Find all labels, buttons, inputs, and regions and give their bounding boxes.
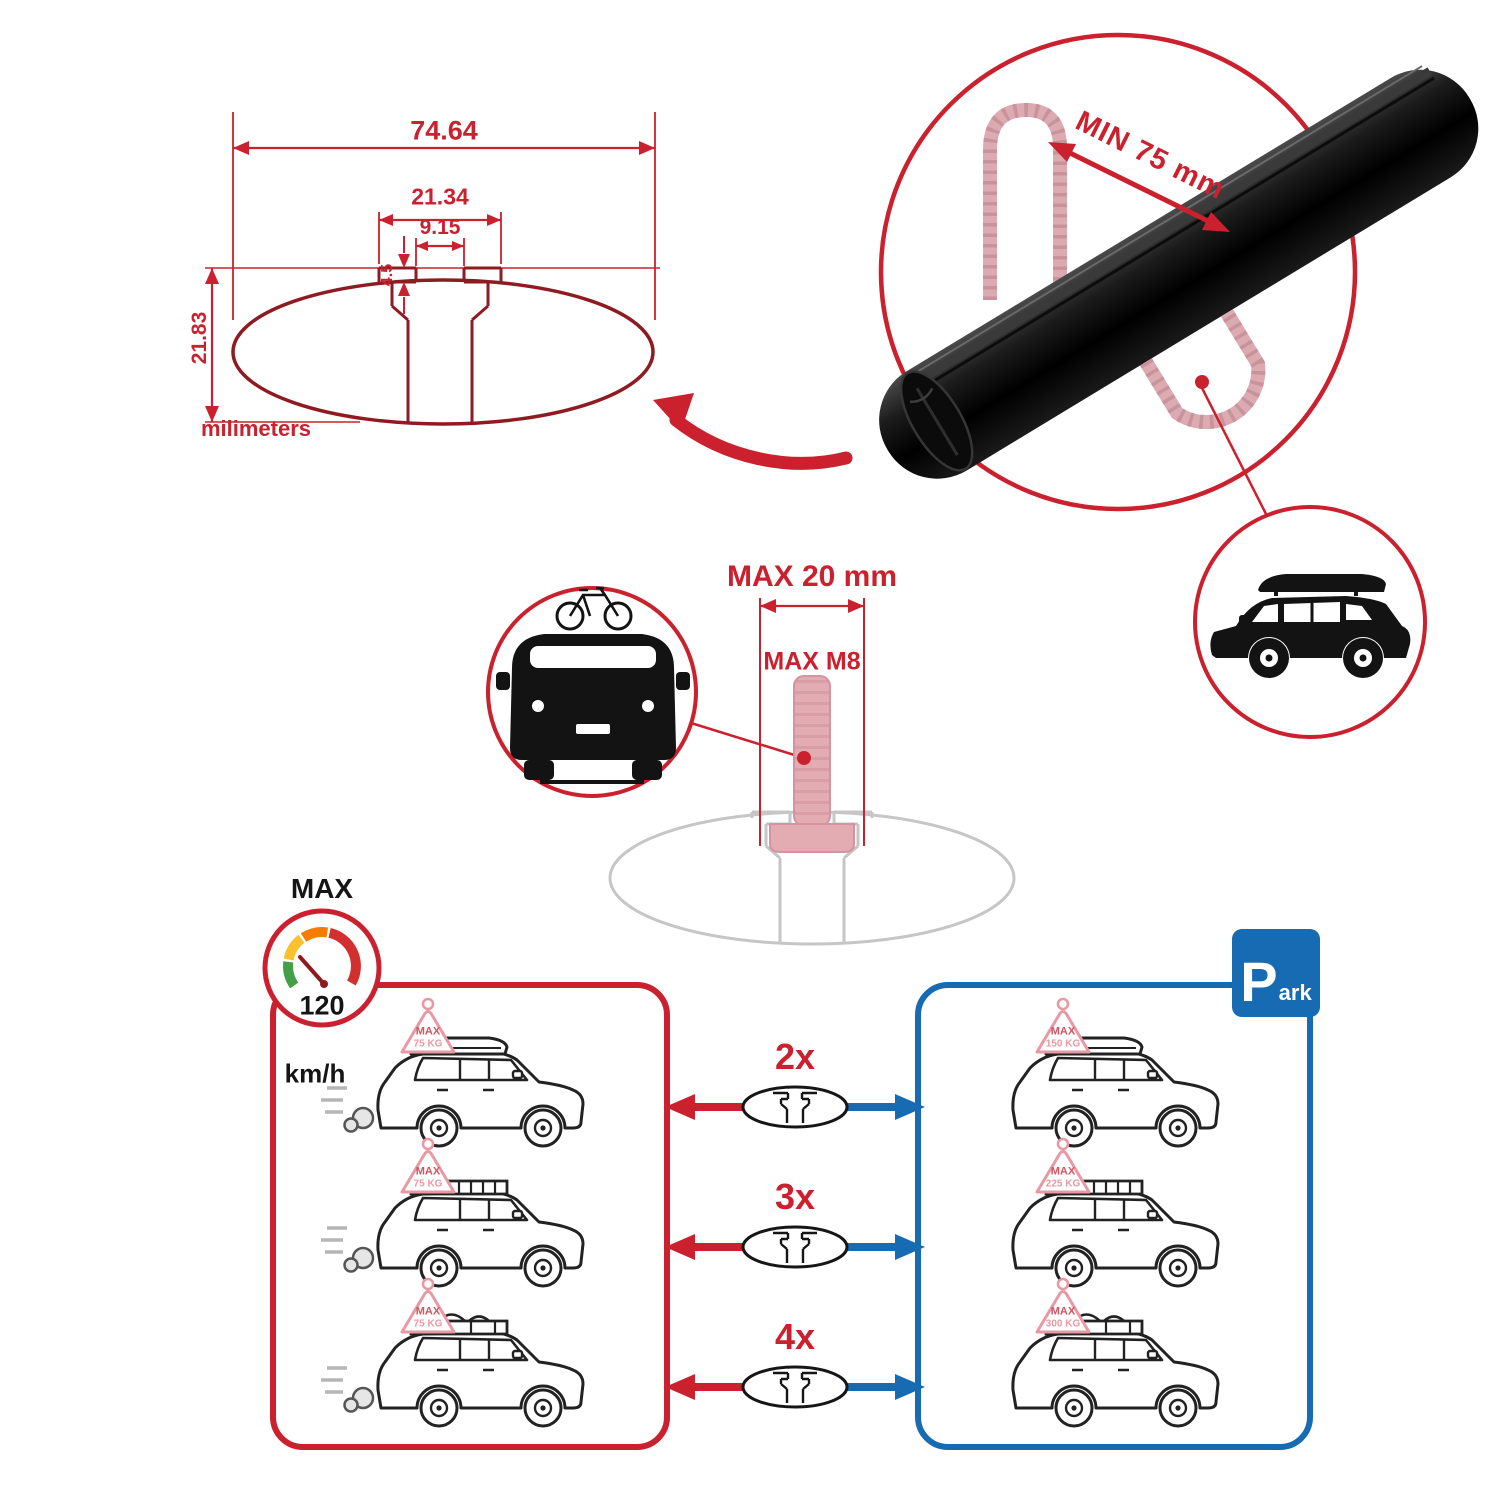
crossbar-detail-circle [878, 32, 1479, 515]
units-label: milimeters [200, 416, 312, 441]
bar-count-3x: 3x [774, 1176, 816, 1217]
park-sign: P ark [1232, 929, 1320, 1017]
tag-kg-label: 75 KG [413, 1038, 443, 1050]
park-sign-rest: ark [1278, 979, 1312, 1005]
park-sign-initial: P [1240, 950, 1278, 1014]
bar-count-2x: 2x [774, 1036, 816, 1077]
min-span-arrow [1048, 142, 1230, 232]
tag-max-label: MAX [415, 1165, 441, 1178]
u-bolt-right-icon [1140, 309, 1266, 430]
tag-kg-label: 75 KG [413, 1178, 443, 1190]
suv-roofbox-icon [1210, 574, 1411, 678]
comparison-section [262, 908, 1313, 1450]
dim-total-height-label: 21.83 [188, 311, 211, 365]
tag-max-label: MAX [1050, 1025, 1076, 1038]
car-front-icon [496, 634, 690, 784]
tag-kg-label: 300 KG [1045, 1318, 1081, 1330]
callout-line [690, 721, 805, 760]
parked-load-tag: MAX 225 KG [1046, 1165, 1080, 1190]
callout-dot [1195, 375, 1209, 389]
bolt-diagram [486, 586, 1016, 946]
parked-load-tag: MAX 150 KG [1046, 1025, 1080, 1050]
driving-load-tag: MAX 75 KG [414, 1305, 443, 1330]
dim-total-width-label: 74.64 [410, 115, 478, 146]
callout-line [1200, 387, 1268, 515]
bar-count-4x: 4x [774, 1316, 816, 1357]
speed-limit-value: 120 [299, 990, 345, 1021]
dim-opening-label: 9.15 [419, 216, 461, 239]
speedometer-icon [262, 908, 382, 1028]
tag-kg-label: 150 KG [1045, 1038, 1081, 1050]
bike-icon [555, 586, 633, 631]
bar-ellipse-outline [231, 278, 655, 426]
tag-kg-label: 75 KG [413, 1318, 443, 1330]
crossbar-3d [879, 65, 1479, 479]
parked-load-tag: MAX 300 KG [1046, 1305, 1080, 1330]
car-front-circle [486, 586, 698, 798]
speed-limit-title: MAX [290, 873, 354, 904]
roofbox-car-circle [1193, 505, 1427, 739]
callout-dot [797, 751, 811, 765]
dim-lip-depth-label: 4.5 [379, 263, 396, 287]
tag-kg-label: 225 KG [1045, 1178, 1081, 1190]
driving-load-tag: MAX 75 KG [414, 1025, 443, 1050]
tag-max-label: MAX [1050, 1165, 1076, 1178]
max-length-label: MAX 20 mm [726, 560, 898, 593]
max-thread-label: MAX M8 [763, 647, 861, 676]
driving-load-tag: MAX 75 KG [414, 1165, 443, 1190]
dim-channel-outer-label: 21.34 [411, 183, 469, 210]
speed-limit-units: km/h [284, 1058, 346, 1089]
pointer-arrow [669, 413, 853, 470]
cross-section-drawing [205, 112, 853, 470]
tag-max-label: MAX [1050, 1305, 1076, 1318]
u-bolt-left-icon [983, 102, 1067, 300]
t-bolt-icon [769, 675, 855, 853]
tag-max-label: MAX [415, 1305, 441, 1318]
tag-max-label: MAX [415, 1025, 441, 1038]
